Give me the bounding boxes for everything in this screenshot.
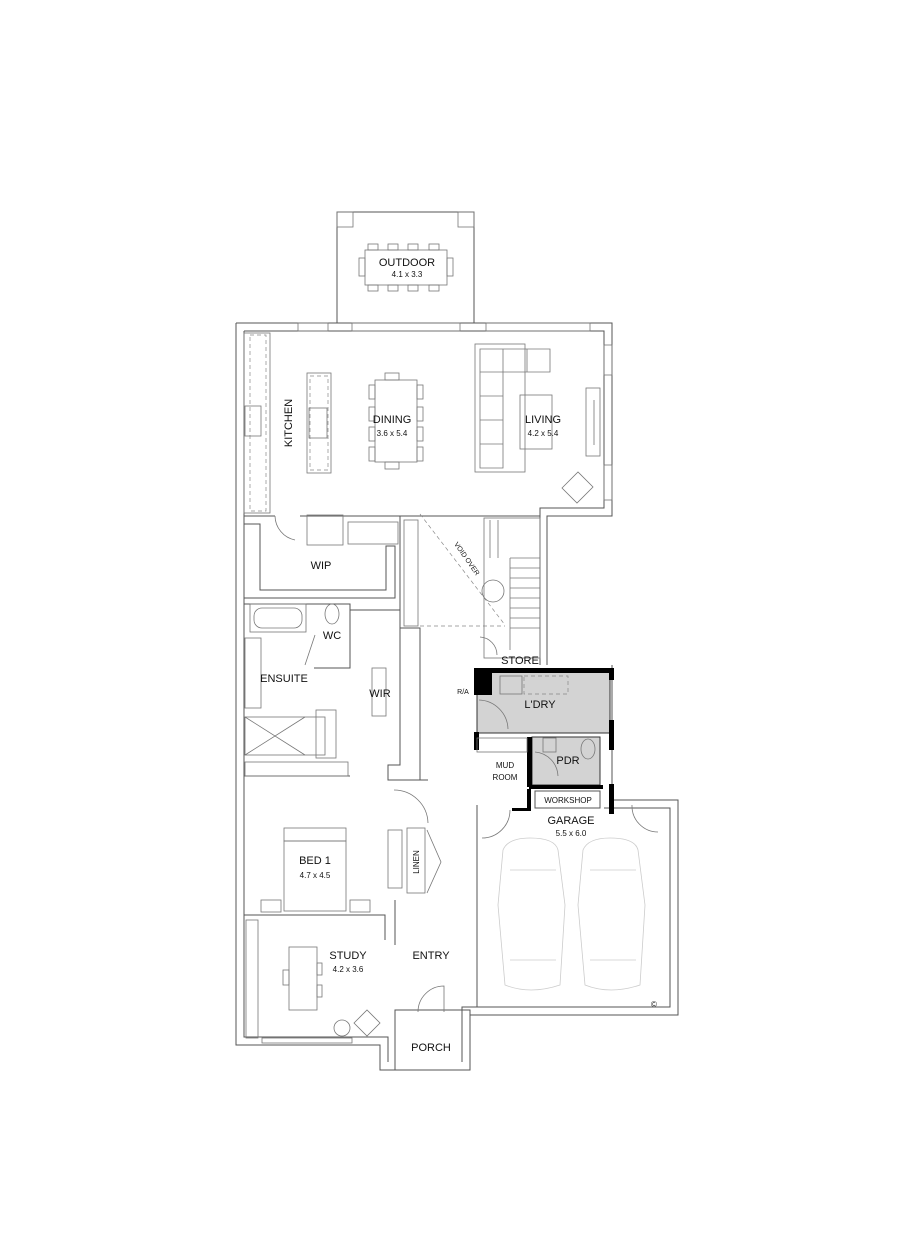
label-void-over: VOID OVER	[452, 541, 480, 577]
stair-void	[399, 513, 541, 780]
room-label-dining: DINING	[373, 414, 412, 426]
label-ra: R/A	[457, 689, 469, 696]
room-size-dining: 3.6 x 5.4	[377, 429, 408, 438]
room-label-porch: PORCH	[411, 1042, 451, 1054]
room-label-outdoor: OUTDOOR	[379, 257, 435, 269]
car-icon	[577, 837, 646, 991]
room-size-outdoor: 4.1 x 3.3	[392, 270, 423, 279]
room-label-kitchen: KITCHEN	[283, 399, 295, 447]
room-label-bed1: BED 1	[299, 855, 331, 867]
room-label-laundry: L'DRY	[524, 699, 556, 711]
copyright-mark: ©	[651, 1000, 657, 1009]
bedroom-study	[244, 789, 471, 1071]
exterior-walls	[235, 322, 679, 1071]
room-label-wip: WIP	[311, 560, 332, 572]
room-labels: OUTDOOR 4.1 x 3.3 KITCHEN DINING 3.6 x 5…	[260, 257, 657, 1054]
room-label-ensuite: ENSUITE	[260, 673, 308, 685]
room-label-study: STUDY	[329, 950, 367, 962]
wip-walls	[244, 514, 400, 599]
room-label-mudroom-2: ROOM	[493, 773, 518, 782]
kitchen-fixtures	[243, 332, 332, 514]
room-label-pdr: PDR	[556, 755, 579, 767]
room-size-living: 4.2 x 5.4	[528, 429, 559, 438]
laundry-area	[474, 668, 614, 814]
room-label-living: LIVING	[525, 414, 561, 426]
garage	[476, 804, 659, 1007]
room-label-linen: LINEN	[412, 850, 421, 874]
living-furniture	[474, 343, 601, 504]
car-icon	[497, 837, 566, 991]
dining-table	[368, 372, 424, 470]
room-label-store: STORE	[501, 655, 539, 667]
room-size-study: 4.2 x 3.6	[333, 965, 364, 974]
room-label-mudroom-1: MUD	[496, 761, 514, 770]
room-label-wc: WC	[323, 630, 341, 642]
room-label-wir: WIR	[369, 688, 390, 700]
room-size-garage: 5.5 x 6.0	[556, 829, 587, 838]
ensuite-fixtures	[244, 603, 428, 781]
room-label-workshop: WORKSHOP	[544, 796, 592, 805]
room-size-bed1: 4.7 x 4.5	[300, 871, 331, 880]
room-label-garage: GARAGE	[547, 815, 594, 827]
room-label-entry: ENTRY	[412, 950, 450, 962]
